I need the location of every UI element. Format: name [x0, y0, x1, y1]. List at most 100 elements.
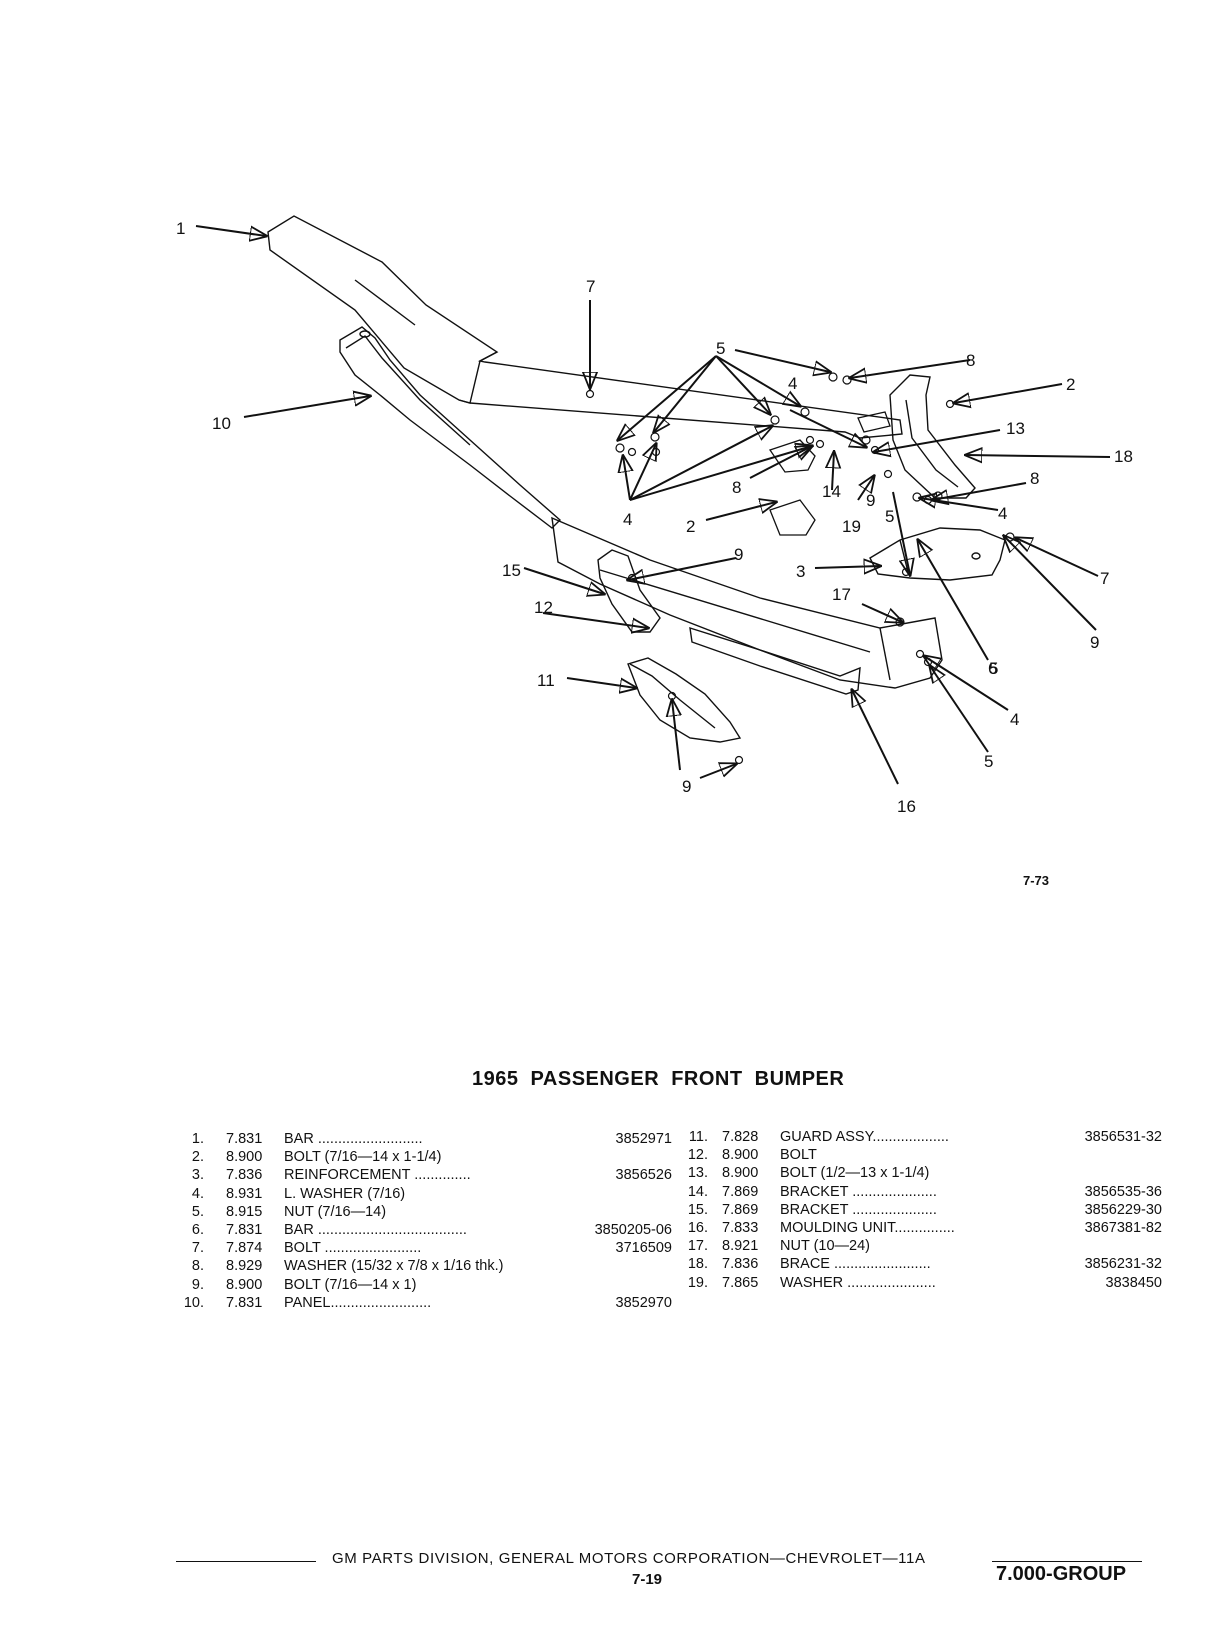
item-group: 8.929 — [226, 1258, 263, 1275]
item-group: 7.831 — [226, 1294, 263, 1311]
callout: 14 — [822, 482, 841, 501]
item-index: 1. — [191, 1131, 204, 1147]
item-part-number: 3856229-30 — [1084, 1201, 1162, 1218]
list-item: 19. 7.865 WASHER ...................... … — [680, 1274, 1162, 1292]
callout: 2 — [1066, 375, 1075, 394]
item-name: BOLT (1/2—13 x 1-1/4) — [780, 1165, 930, 1182]
list-item: 6. 7.831 BAR ...........................… — [176, 1221, 672, 1239]
item-name: PANEL......................... — [284, 1294, 432, 1311]
item-index: 7. — [191, 1240, 204, 1257]
item-name: MOULDING UNIT............... — [780, 1220, 955, 1236]
page-number: 7-19 — [632, 1571, 663, 1588]
callout: 4 — [1010, 710, 1019, 729]
footer-rule-left — [176, 1561, 316, 1562]
item-group: 7.828 — [722, 1129, 759, 1145]
item-index: 10. — [183, 1294, 204, 1311]
callout: 9 — [866, 491, 875, 510]
item-index: 2. — [191, 1149, 204, 1166]
figure-number: 7-73 — [1023, 873, 1050, 888]
item-index: 8. — [191, 1258, 204, 1275]
parts-list-left: 1. 7.831 BAR .......................... … — [176, 1130, 672, 1320]
list-item: 1. 7.831 BAR .......................... … — [176, 1130, 672, 1148]
item-part-number: 3850205-06 — [594, 1222, 672, 1238]
guard-part-11 — [627, 657, 742, 743]
callout: 10 — [212, 414, 231, 433]
bar-part-6 — [551, 516, 943, 689]
callout: 5 — [716, 339, 725, 358]
item-part-number: 3867381-82 — [1084, 1220, 1162, 1236]
item-name: WASHER (15/32 x 7/8 x 1/16 thk.) — [284, 1258, 504, 1275]
footer-rule-right — [992, 1561, 1142, 1562]
callout-labels: 1 2 2 3 4 4 4 4 5 5 5 5 6 7 7 8 8 8 9 9 … — [176, 219, 1133, 816]
callout: 3 — [796, 562, 805, 581]
item-name: NUT (7/16—14) — [284, 1203, 387, 1220]
item-name: BAR ....................................… — [284, 1222, 467, 1238]
list-item: 3. 7.836 REINFORCEMENT .............. 38… — [176, 1166, 672, 1184]
callout: 4 — [623, 510, 632, 529]
item-group: 8.931 — [226, 1185, 263, 1202]
callout: 8 — [966, 351, 975, 370]
item-name: WASHER ...................... — [780, 1274, 936, 1291]
item-index: 17. — [687, 1238, 708, 1255]
bumper-exploded-diagram: 1 2 2 3 4 4 4 4 5 5 5 5 6 7 7 8 8 8 9 9 … — [176, 215, 1133, 816]
panel-part-10 — [339, 326, 562, 529]
list-item: 16. 7.833 MOULDING UNIT............... 3… — [680, 1219, 1162, 1237]
item-group: 7.836 — [722, 1256, 759, 1273]
page-title: 1965 PASSENGER FRONT BUMPER — [472, 1068, 845, 1090]
item-group: 7.869 — [722, 1201, 759, 1218]
item-group: 7.874 — [226, 1240, 263, 1257]
list-item: 15. 7.869 BRACKET ..................... … — [680, 1201, 1162, 1219]
group-label: 7.000-GROUP — [996, 1563, 1127, 1585]
brace-part-18 — [889, 374, 976, 499]
list-item: 18. 7.836 BRACE ........................… — [680, 1255, 1162, 1273]
item-index: 9. — [191, 1276, 204, 1293]
item-index: 6. — [191, 1222, 204, 1238]
callout: 6 — [988, 659, 997, 678]
callout: 18 — [1114, 447, 1133, 466]
item-group: 8.900 — [722, 1165, 759, 1182]
item-index: 4. — [191, 1185, 204, 1202]
callout: 8 — [1030, 469, 1039, 488]
item-name: BRACE ........................ — [780, 1256, 931, 1273]
callout: 19 — [842, 517, 861, 536]
item-name: BAR .......................... — [284, 1131, 423, 1147]
list-item: 10. 7.831 PANEL.........................… — [176, 1294, 672, 1312]
callout: 7 — [586, 277, 595, 296]
item-name: BRACKET ..................... — [780, 1183, 937, 1200]
item-name: BOLT — [780, 1147, 817, 1164]
item-part-number: 3856535-36 — [1084, 1183, 1162, 1200]
item-index: 12. — [687, 1147, 708, 1164]
item-part-number: 3856531-32 — [1084, 1129, 1162, 1145]
callout: 9 — [1090, 633, 1099, 652]
item-index: 16. — [687, 1220, 708, 1236]
callout: 5 — [984, 752, 993, 771]
item-group: 8.900 — [226, 1149, 263, 1166]
callout: 8 — [732, 478, 741, 497]
callout: 4 — [788, 374, 797, 393]
item-name: BRACKET ..................... — [780, 1201, 937, 1218]
list-item: 12. 8.900 BOLT — [680, 1146, 1162, 1164]
item-part-number: 3856231-32 — [1084, 1256, 1162, 1273]
item-index: 14. — [687, 1183, 708, 1200]
list-item: 9. 8.900 BOLT (7/16—14 x 1) — [176, 1276, 672, 1294]
callout: 12 — [534, 598, 553, 617]
item-group: 7.869 — [722, 1183, 759, 1200]
item-name: BOLT (7/16—14 x 1-1/4) — [284, 1149, 442, 1166]
item-name: REINFORCEMENT .............. — [284, 1167, 471, 1184]
list-item: 14. 7.869 BRACKET ..................... … — [680, 1183, 1162, 1201]
callout: 5 — [989, 659, 998, 678]
item-group: 7.833 — [722, 1220, 759, 1236]
list-item: 5. 8.915 NUT (7/16—14) — [176, 1203, 672, 1221]
item-name: L. WASHER (7/16) — [284, 1185, 406, 1202]
item-name: BOLT ........................ — [284, 1240, 422, 1257]
callout: 15 — [502, 561, 521, 580]
item-name: NUT (10—24) — [780, 1238, 870, 1255]
item-group: 8.915 — [226, 1203, 263, 1220]
bracket-part-15 — [597, 549, 661, 633]
item-group: 7.831 — [226, 1131, 263, 1147]
item-part-number: 3856526 — [615, 1167, 672, 1184]
callout: 7 — [1100, 569, 1109, 588]
bar-part-1 — [267, 215, 903, 439]
list-item: 17. 8.921 NUT (10—24) — [680, 1237, 1162, 1255]
list-item: 4. 8.931 L. WASHER (7/16) — [176, 1185, 672, 1203]
